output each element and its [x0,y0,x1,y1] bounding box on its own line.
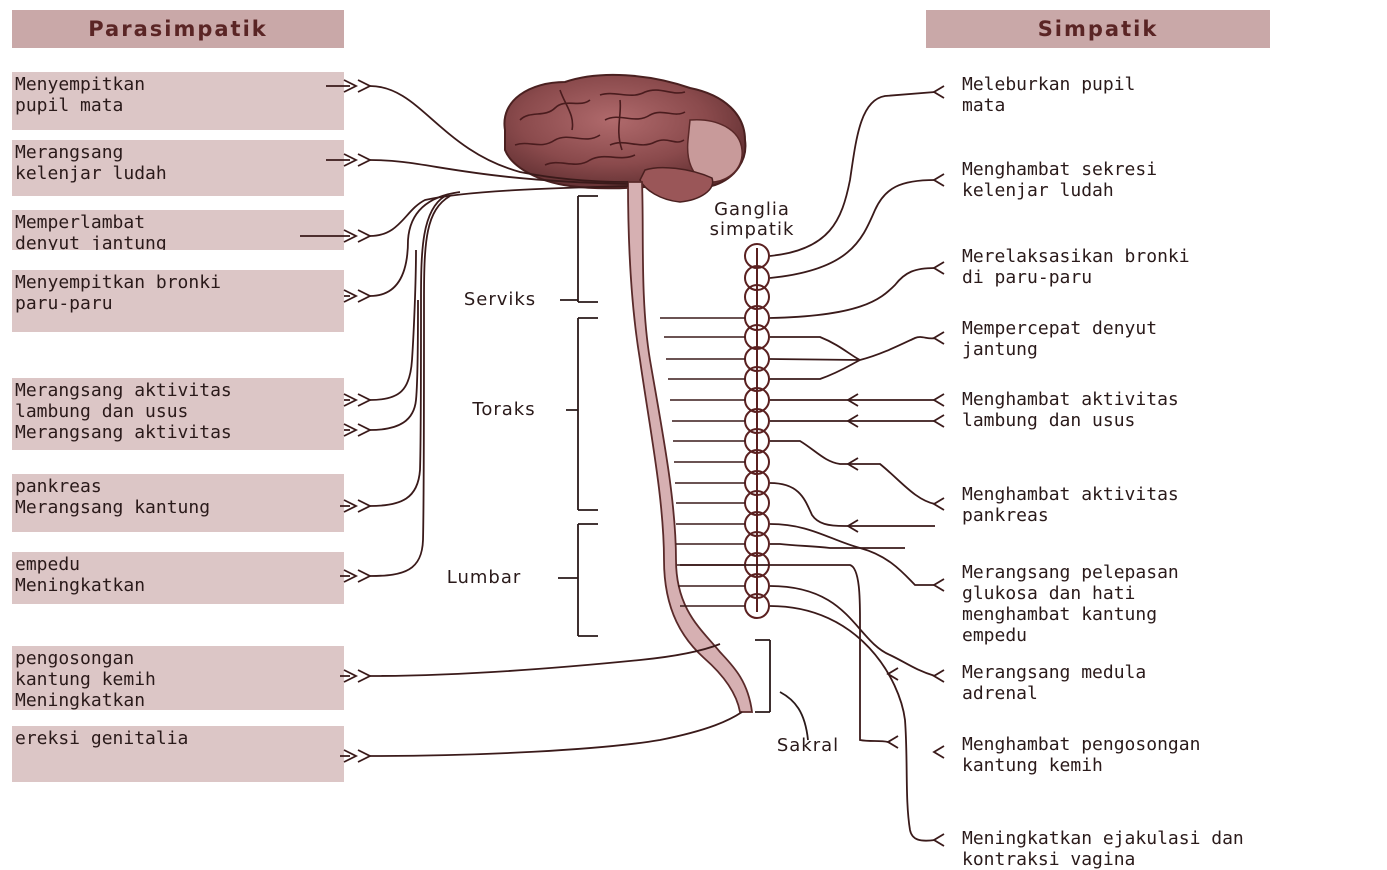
spinal-cord [628,182,752,712]
cervical-label: Serviks [440,290,560,310]
thoracic-label: Toraks [444,400,564,420]
ganglia-chain [745,244,769,618]
ganglia-label: Ganglia simpatik [692,200,812,240]
sacral-label: Sakral [748,736,868,756]
lumbar-label: Lumbar [424,568,544,588]
brain-illustration [504,75,745,202]
